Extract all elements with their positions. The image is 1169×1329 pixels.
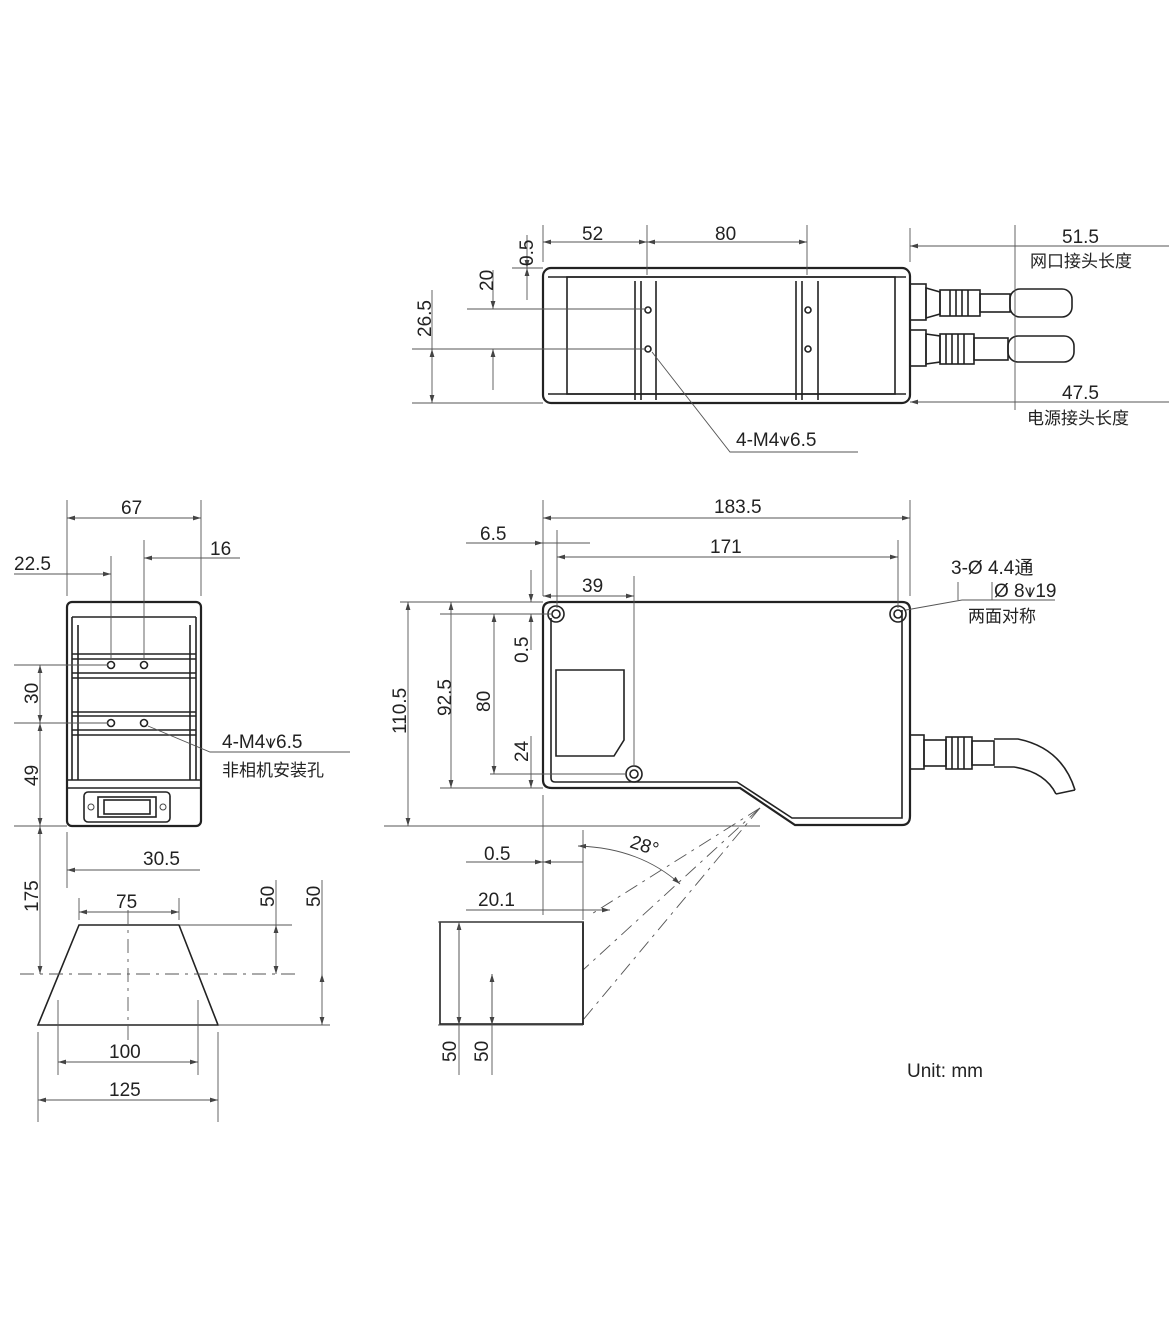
dim-20: 20 — [477, 270, 498, 291]
dim-6-5: 6.5 — [480, 524, 506, 545]
network-connector — [909, 283, 1073, 321]
power-connector-label: 电源接头长度 — [1027, 409, 1129, 429]
dim-20-1: 20.1 — [478, 890, 515, 911]
dim-30: 30 — [22, 683, 43, 704]
dim-171: 171 — [710, 537, 742, 558]
top-view: 0.5 52 80 20 26.5 51.5 网口接头长度 47.5 电源接头长… — [412, 224, 1169, 453]
dim-67: 67 — [121, 498, 142, 519]
dim-100: 100 — [109, 1042, 141, 1063]
dim-80-front: 80 — [474, 691, 495, 712]
unit-label: Unit: mm — [907, 1061, 983, 1082]
mount-note-3: 两面对称 — [968, 607, 1036, 627]
top-hole-note: 4-M4⩛6.5 — [736, 430, 816, 451]
front-view: 183.5 6.5 171 39 110.5 92.5 0.5 80 24 0.… — [384, 497, 1076, 1075]
dim-183-5: 183.5 — [714, 497, 762, 518]
dim-49: 49 — [22, 765, 43, 786]
mount-note-2: Ø 8⩛19 — [994, 581, 1056, 602]
dim-50-side-a: 50 — [258, 886, 279, 907]
fov-angle: 28° — [627, 832, 661, 861]
dim-75: 75 — [116, 892, 137, 913]
dim-51-5: 51.5 — [1062, 227, 1099, 248]
dim-0-5-bottom: 0.5 — [484, 844, 510, 865]
dim-50-front-b: 50 — [472, 1041, 493, 1062]
side-hole-note: 4-M4⩛6.5 — [222, 732, 302, 753]
dim-39: 39 — [582, 576, 603, 597]
dim-47-5: 47.5 — [1062, 383, 1099, 404]
mount-note-1: 3-Ø 4.4通 — [951, 557, 1033, 579]
side-view: 67 22.5 16 30 49 30.5 175 75 50 50 100 1… — [14, 498, 350, 1122]
dim-50-front-a: 50 — [440, 1041, 461, 1062]
dim-80-top: 80 — [715, 224, 736, 245]
side-hole-desc: 非相机安装孔 — [222, 761, 324, 781]
power-connector — [909, 329, 1075, 367]
dim-175: 175 — [22, 880, 43, 912]
dim-16: 16 — [210, 539, 231, 560]
dim-0-5-front: 0.5 — [512, 637, 533, 663]
dim-52: 52 — [582, 224, 603, 245]
dim-26-5: 26.5 — [415, 300, 436, 337]
dim-92-5: 92.5 — [435, 679, 456, 716]
dim-24: 24 — [512, 740, 533, 762]
cable-connector — [909, 734, 1076, 795]
dim-110-5: 110.5 — [390, 688, 411, 734]
dim-30-5: 30.5 — [143, 849, 180, 870]
dim-50-side-b: 50 — [304, 886, 325, 907]
dim-22-5: 22.5 — [14, 554, 51, 575]
dim-0-5-top: 0.5 — [517, 240, 538, 266]
net-connector-label: 网口接头长度 — [1030, 252, 1132, 272]
dim-125: 125 — [109, 1080, 141, 1101]
